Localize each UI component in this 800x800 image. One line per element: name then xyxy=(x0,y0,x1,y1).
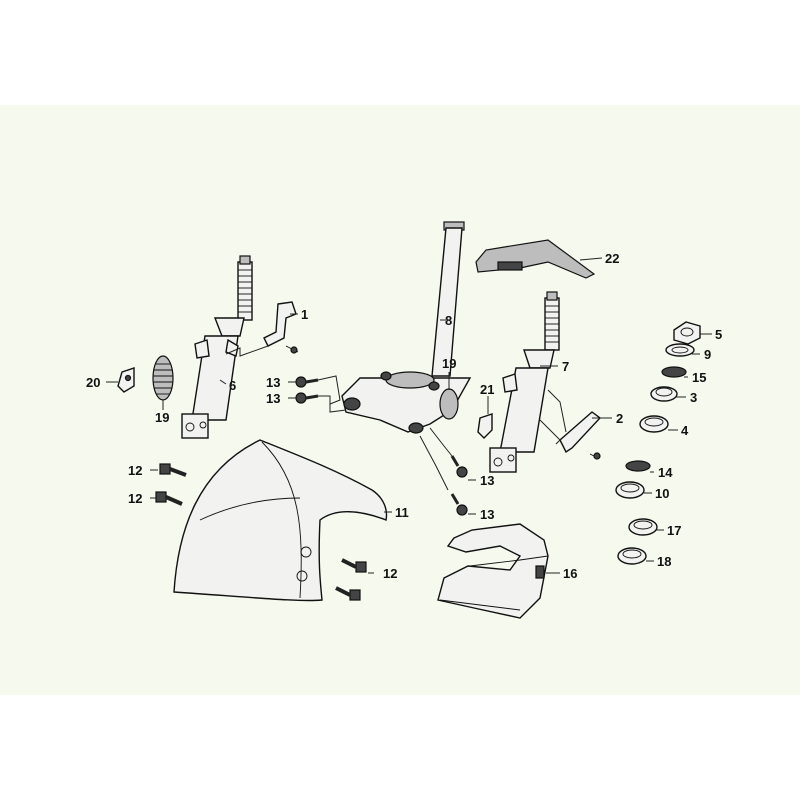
callout-1: 1 xyxy=(301,307,308,322)
bearing-stack xyxy=(615,321,701,565)
lower-cover xyxy=(437,523,549,619)
callout-12-b: 12 xyxy=(128,491,142,506)
callout-5: 5 xyxy=(715,327,722,342)
callout-13-b: 13 xyxy=(266,391,280,406)
callout-19-b: 19 xyxy=(442,356,456,371)
callout-13-a: 13 xyxy=(266,375,280,390)
clip-part-2 xyxy=(559,411,602,460)
callout-11: 11 xyxy=(395,505,409,520)
callout-labels: 1 2 3 4 5 6 7 8 9 10 11 12 12 12 13 13 1… xyxy=(86,251,722,581)
callout-8: 8 xyxy=(445,313,452,328)
callout-13-c: 13 xyxy=(480,473,494,488)
callout-15: 15 xyxy=(692,370,706,385)
front-fender xyxy=(173,439,388,602)
callout-14: 14 xyxy=(658,465,673,480)
callout-21: 21 xyxy=(480,382,494,397)
callout-2: 2 xyxy=(616,411,623,426)
callout-7: 7 xyxy=(562,359,569,374)
callout-10: 10 xyxy=(655,486,669,501)
bolts xyxy=(155,376,468,601)
left-fork-tube xyxy=(181,255,253,439)
callout-6: 6 xyxy=(229,378,236,393)
callout-4: 4 xyxy=(681,423,689,438)
callout-20: 20 xyxy=(86,375,100,390)
callout-13-d: 13 xyxy=(480,507,494,522)
leader-lines xyxy=(106,257,712,574)
steering-stem xyxy=(341,221,472,434)
cover-plate-part-22 xyxy=(475,239,596,279)
right-fork-tube xyxy=(489,291,560,473)
callout-22: 22 xyxy=(605,251,619,266)
callout-3: 3 xyxy=(690,390,697,405)
reflector-right xyxy=(439,388,459,420)
callout-17: 17 xyxy=(667,523,681,538)
clamp-part-20 xyxy=(117,367,135,393)
callout-9: 9 xyxy=(704,347,711,362)
clamp-part-21 xyxy=(477,413,493,439)
callout-16: 16 xyxy=(563,566,577,581)
bracket-part-1 xyxy=(263,301,299,354)
reflector-left xyxy=(152,355,174,401)
callout-18: 18 xyxy=(657,554,671,569)
callout-19-a: 19 xyxy=(155,410,169,425)
callout-12-c: 12 xyxy=(383,566,397,581)
callout-12-a: 12 xyxy=(128,463,142,478)
